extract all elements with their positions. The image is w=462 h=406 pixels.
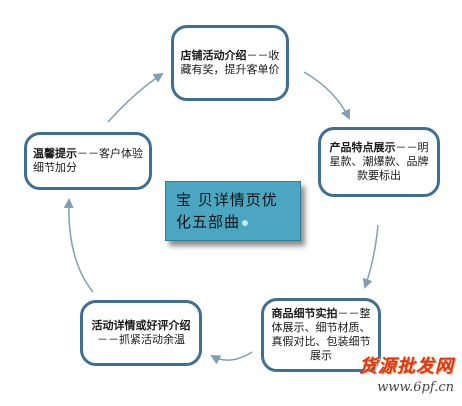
center-title-line1: 宝 贝详情页优 [176, 191, 278, 209]
watermark-name: 货源批发网 [359, 356, 454, 377]
node-product-detail-photos: 商品细节实拍－－整体展示、细节材质、真假对比、包装细节展示 [261, 298, 381, 372]
node-friendly-tips-title: 温馨提示 [33, 147, 77, 160]
node-store-activity-title: 店铺活动介绍 [180, 49, 247, 62]
arrow-right-to-bottom-right [362, 224, 379, 289]
node-product-detail-photos-title: 商品细节实拍 [271, 307, 338, 320]
node-product-detail-photos-text: －－整体展示、细节材质、真假对比、包装细节展示 [271, 307, 371, 362]
center-dot-mark [242, 220, 249, 226]
node-product-features-title: 产品特点展示 [329, 141, 396, 154]
arrow-bottom-left-to-left [63, 198, 94, 293]
node-friendly-tips: 温馨提示－－客户体验细节加分 [24, 132, 152, 190]
node-product-features: 产品特点展示－－明星款、潮爆款、品牌款要标出 [318, 127, 440, 197]
arrow-left-to-top [107, 72, 164, 123]
node-friendly-tips-text: －－客户体验细节加分 [33, 147, 143, 174]
watermark: 货源批发网 www.6pf.cn [359, 352, 454, 395]
node-product-features-text: －－明星款、潮爆款、品牌款要标出 [329, 141, 429, 182]
center-title-line2: 化五部曲 [176, 213, 241, 231]
arrow-bottom-right-to-bottom-left [210, 351, 253, 365]
arrow-top-to-right [303, 71, 350, 120]
node-activity-reviews-title: 活动详情或好评介绍 [91, 319, 191, 332]
node-activity-reviews-text: －－抓紧活动余温 [97, 333, 185, 346]
node-store-activity: 店铺活动介绍－－收藏有奖，提升客单价 [171, 25, 289, 101]
node-store-activity-text: －－收藏有奖，提升客单价 [180, 49, 280, 76]
watermark-url: www.6pf.cn [377, 380, 454, 395]
center-title-box: 宝 贝详情页优 化五部曲 [165, 181, 301, 241]
node-activity-reviews: 活动详情或好评介绍－－抓紧活动余温 [80, 300, 202, 366]
